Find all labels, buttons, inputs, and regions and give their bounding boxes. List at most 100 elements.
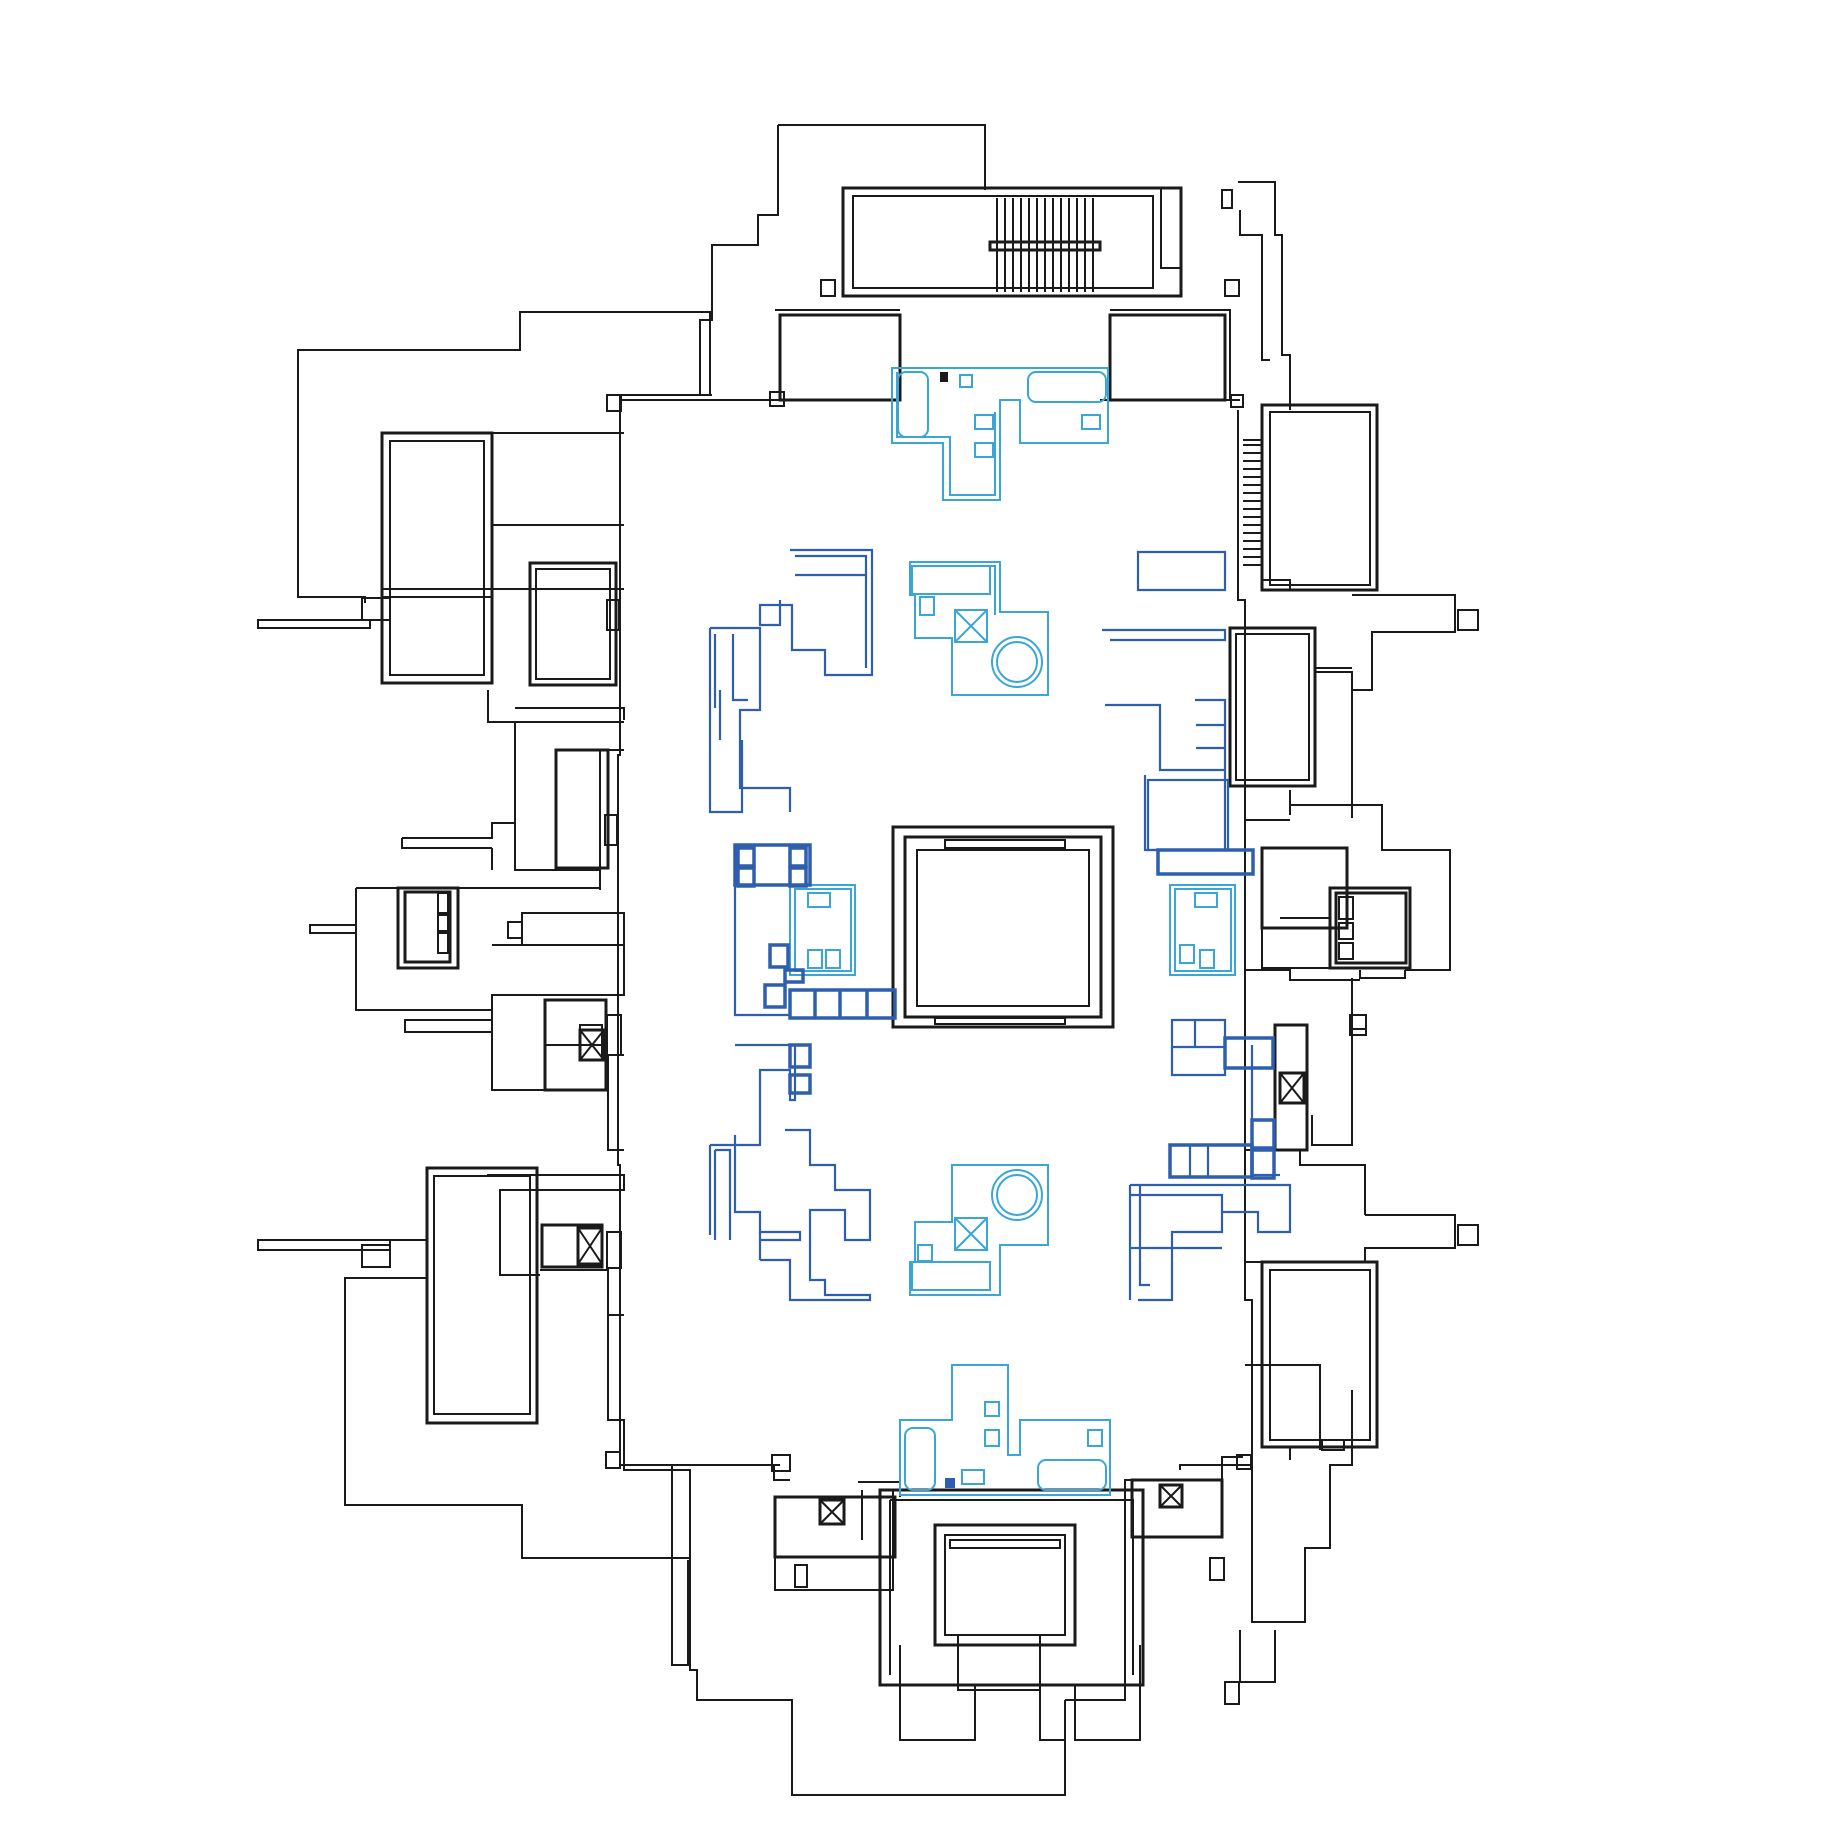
kitchen-top-left — [758, 548, 874, 677]
bathroom-left-mid-inner — [794, 888, 852, 972]
room-left-lower-inner — [433, 1175, 531, 1415]
room-left-mid — [554, 748, 610, 870]
toilet — [917, 1244, 933, 1262]
room-left-upper-inner — [535, 568, 611, 680]
top-stair-inner — [852, 195, 1154, 289]
wall — [491, 944, 625, 1091]
closet-left-cell — [788, 1043, 812, 1069]
bottom-lift-shaft-inner — [944, 1534, 1066, 1636]
wall — [515, 707, 625, 720]
kitchen-right-lower-inner — [1138, 1185, 1150, 1287]
balcony-top-left — [778, 313, 902, 402]
wall — [309, 924, 357, 934]
wall — [1261, 917, 1330, 969]
room-left-lower — [425, 1166, 539, 1425]
bottom-left-outline — [671, 1465, 1066, 1796]
column — [606, 1231, 622, 1269]
wall — [957, 1635, 1065, 1741]
wall — [1314, 628, 1353, 818]
bathroom-top-inner — [896, 372, 996, 496]
closet-right-lower — [1170, 1018, 1227, 1077]
closet-right-lower-inner — [1172, 1020, 1225, 1049]
wall — [1244, 790, 1291, 821]
closet-right-upper-unit — [1146, 778, 1230, 852]
toilet — [1087, 1429, 1103, 1447]
column — [769, 391, 785, 407]
room-top-left-inner — [389, 440, 485, 676]
left-lift-fixture — [403, 890, 452, 964]
left-lower-vent-icon — [576, 1226, 604, 1266]
closet-left-outline — [708, 628, 744, 814]
kitchen-top-right — [1136, 550, 1227, 592]
kitchen-left-lower-wall — [760, 1128, 872, 1302]
toilet — [825, 949, 841, 969]
closet-left-lower — [733, 885, 790, 1017]
right-kitchen-vent-icon — [1278, 1071, 1306, 1105]
bathroom-left-mid — [789, 884, 856, 976]
kitchen-left-lower — [733, 1043, 797, 1147]
sink — [1194, 892, 1218, 908]
kitchen-right-lower-outline — [1128, 1185, 1224, 1302]
column — [1457, 1224, 1479, 1246]
shower-icon — [954, 609, 988, 643]
bathroom-upper-mid-inner — [918, 565, 996, 615]
room-right-upper-inner — [1235, 633, 1310, 781]
bottom-lift-shaft — [933, 1523, 1077, 1647]
wall — [1290, 804, 1451, 971]
column — [1457, 609, 1479, 631]
room-left-lift — [396, 886, 460, 970]
main-perimeter-right — [1179, 410, 1253, 1470]
column — [1230, 394, 1244, 408]
bottom-left-vent-icon — [818, 1498, 846, 1526]
kitchen-closet-units — [708, 548, 1292, 1302]
column — [361, 597, 391, 621]
kitchen-left-lower-outline — [708, 1143, 802, 1242]
closet-left-mid — [733, 843, 812, 887]
bathroom-upper-mid — [909, 561, 1049, 696]
core-shaft — [903, 835, 1103, 1019]
round-bathtub-inner — [996, 1174, 1038, 1216]
left-kitchen-vent-icon — [578, 1028, 606, 1062]
bathroom-right-mid-inner — [1174, 888, 1232, 972]
closet-right-lower-cell — [1250, 1118, 1276, 1150]
wall — [773, 1465, 863, 1540]
kitchen-top-right-wall — [1102, 628, 1227, 642]
round-bathtub — [991, 1169, 1043, 1221]
closet-left-upper-inner — [713, 634, 748, 708]
bathroom-lower-mid — [909, 1164, 1049, 1296]
wall — [1352, 594, 1456, 691]
column — [606, 1014, 622, 1056]
toilet — [1081, 414, 1101, 430]
toilet — [919, 596, 935, 616]
wall — [1359, 970, 1406, 979]
structure-walls — [257, 124, 1479, 1796]
wall — [1261, 565, 1291, 590]
closet-left-cell — [736, 846, 756, 868]
fixture — [945, 1478, 955, 1488]
column — [1236, 1454, 1252, 1470]
right-stair-block — [1260, 403, 1379, 592]
toilet — [974, 414, 994, 430]
sink — [961, 1469, 985, 1485]
wall — [521, 912, 625, 946]
room-bottom-left — [773, 1495, 897, 1559]
kitchen-right-lower-cells — [1188, 1145, 1210, 1177]
wall — [257, 619, 371, 629]
wardrobe-row — [788, 988, 897, 1020]
room-bottom-right — [1130, 1478, 1224, 1539]
closet-right-lower-unit — [1223, 1036, 1275, 1070]
column — [1224, 1681, 1240, 1705]
column — [606, 599, 620, 631]
bathtub — [904, 1427, 936, 1491]
closet-left-cell — [788, 846, 808, 868]
wall — [1311, 978, 1353, 1146]
closet-left-cell — [768, 943, 790, 969]
wall — [1245, 1149, 1366, 1215]
top-right-outline-inner — [1239, 210, 1270, 361]
balcony-top-right — [1108, 313, 1227, 402]
kitchen-top-left-inner — [795, 554, 868, 668]
column — [820, 279, 836, 297]
column — [605, 1451, 621, 1469]
bathtub — [1037, 1459, 1107, 1491]
